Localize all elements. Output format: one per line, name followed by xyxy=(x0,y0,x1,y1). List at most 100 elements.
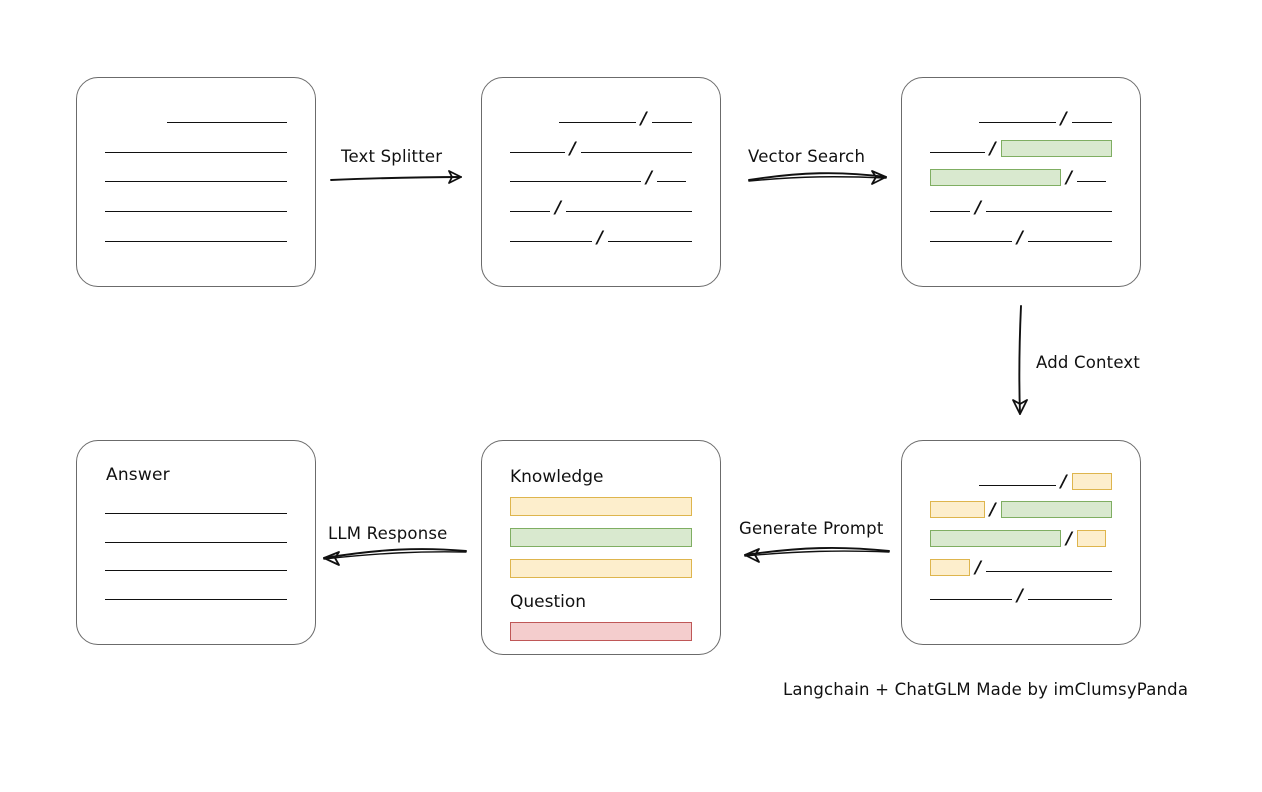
highlighted-chunk-yellow xyxy=(930,501,985,519)
text-line-segment xyxy=(566,211,692,213)
chunk-separator-slash: / xyxy=(1060,471,1067,492)
text-line-row: / xyxy=(930,167,1112,197)
text-line-segment xyxy=(608,240,692,242)
question-label: Question xyxy=(510,592,587,612)
chunk-separator-slash: / xyxy=(555,198,562,219)
highlighted-chunk-green xyxy=(1000,139,1112,157)
edge-label-generate-prompt: Generate Prompt xyxy=(739,519,884,538)
text-line-row xyxy=(105,167,287,197)
prompt-bar-green xyxy=(510,528,692,547)
highlighted-chunk-green xyxy=(1000,501,1112,519)
text-line-segment xyxy=(559,122,636,124)
node-prompt-panel[interactable]: Knowledge Question xyxy=(481,440,721,655)
prompt-bar-red xyxy=(510,622,692,641)
text-line-row: / xyxy=(510,197,692,227)
node-source-document[interactable] xyxy=(76,77,316,287)
text-line-segment xyxy=(930,151,985,153)
node-context-added[interactable]: ///// xyxy=(901,440,1141,645)
text-line-row xyxy=(105,197,287,227)
text-line-row: / xyxy=(930,226,1112,256)
text-line-segment xyxy=(510,211,551,213)
node-split-chunks[interactable]: / / / / / xyxy=(481,77,721,287)
arrow-vector-search xyxy=(748,170,887,185)
chunk-separator-slash: / xyxy=(569,138,576,159)
chunk-separator-slash: / xyxy=(1066,528,1073,549)
prompt-panel-body: Knowledge Question xyxy=(482,441,720,654)
context-added-lines: ///// xyxy=(902,441,1140,644)
text-line-segment xyxy=(1077,181,1107,183)
text-line-row xyxy=(105,226,287,256)
text-line-row xyxy=(105,585,287,614)
prompt-bar-yellow xyxy=(510,559,692,578)
answer-title: Answer xyxy=(106,465,170,485)
text-line-row xyxy=(105,108,287,138)
edge-label-vector-search: Vector Search xyxy=(748,147,866,166)
node-answer[interactable]: Answer xyxy=(76,440,316,645)
text-line-segment xyxy=(930,240,1012,242)
highlighted-chunk-yellow xyxy=(1077,529,1107,547)
edge-label-add-context: Add Context xyxy=(1036,353,1141,372)
chunk-separator-slash: / xyxy=(640,109,647,130)
edge-label-llm-response: LLM Response xyxy=(328,524,448,543)
text-line-segment xyxy=(651,122,692,124)
chunk-separator-slash: / xyxy=(646,168,653,189)
text-line-segment xyxy=(510,181,642,183)
text-line-segment xyxy=(1028,240,1112,242)
chunk-separator-slash: / xyxy=(1066,168,1073,189)
text-line-row: / xyxy=(930,585,1112,614)
text-line-segment xyxy=(1071,122,1112,124)
text-line-segment xyxy=(986,570,1112,572)
text-line-segment xyxy=(986,211,1112,213)
text-line-segment xyxy=(105,151,287,153)
vector-matches-lines: / / / / / xyxy=(902,78,1140,286)
text-line-segment xyxy=(510,240,592,242)
text-line-row xyxy=(105,557,287,586)
arrow-text-splitter xyxy=(330,170,462,184)
text-line-segment xyxy=(580,151,692,153)
text-line-segment xyxy=(657,181,687,183)
chunk-separator-slash: / xyxy=(989,500,996,521)
arrow-llm-response xyxy=(323,548,467,566)
chunk-separator-slash: / xyxy=(1060,109,1067,130)
text-line-segment xyxy=(105,599,287,601)
text-line-segment xyxy=(979,122,1056,124)
source-document-lines xyxy=(77,78,315,286)
text-line-row: / xyxy=(510,226,692,256)
text-line-row xyxy=(105,528,287,557)
text-line-row: / xyxy=(510,167,692,197)
node-vector-matches[interactable]: / / / / / xyxy=(901,77,1141,287)
text-line-segment xyxy=(979,484,1056,486)
chunk-separator-slash: / xyxy=(975,198,982,219)
text-line-segment xyxy=(105,570,287,572)
edge-label-text-splitter: Text Splitter xyxy=(341,147,443,166)
text-line-segment xyxy=(510,151,565,153)
prompt-bar-yellow xyxy=(510,497,692,516)
knowledge-bar-list xyxy=(510,497,692,578)
text-line-segment xyxy=(166,122,287,124)
arrow-generate-prompt xyxy=(744,547,890,563)
arrow-add-context xyxy=(1012,305,1028,415)
text-line-row: / xyxy=(930,528,1112,557)
text-line-row xyxy=(105,499,287,528)
text-line-segment xyxy=(105,541,287,543)
text-line-row: / xyxy=(930,138,1112,168)
split-chunks-lines: / / / / / xyxy=(482,78,720,286)
text-line-row: / xyxy=(930,108,1112,138)
question-bar-list xyxy=(510,622,692,641)
text-line-segment xyxy=(105,240,287,242)
text-line-segment xyxy=(105,181,287,183)
chunk-separator-slash: / xyxy=(989,138,996,159)
text-line-row: / xyxy=(930,197,1112,227)
text-line-row: / xyxy=(930,471,1112,500)
text-line-segment xyxy=(105,211,287,213)
knowledge-label: Knowledge xyxy=(510,467,604,487)
text-line-segment xyxy=(1028,599,1112,601)
text-line-segment xyxy=(105,512,287,514)
highlighted-chunk-yellow xyxy=(1071,472,1112,490)
chunk-separator-slash: / xyxy=(1016,227,1024,248)
text-line-row: / xyxy=(510,108,692,138)
text-line-row xyxy=(105,138,287,168)
chunk-separator-slash: / xyxy=(596,227,604,248)
text-line-segment xyxy=(930,211,971,213)
